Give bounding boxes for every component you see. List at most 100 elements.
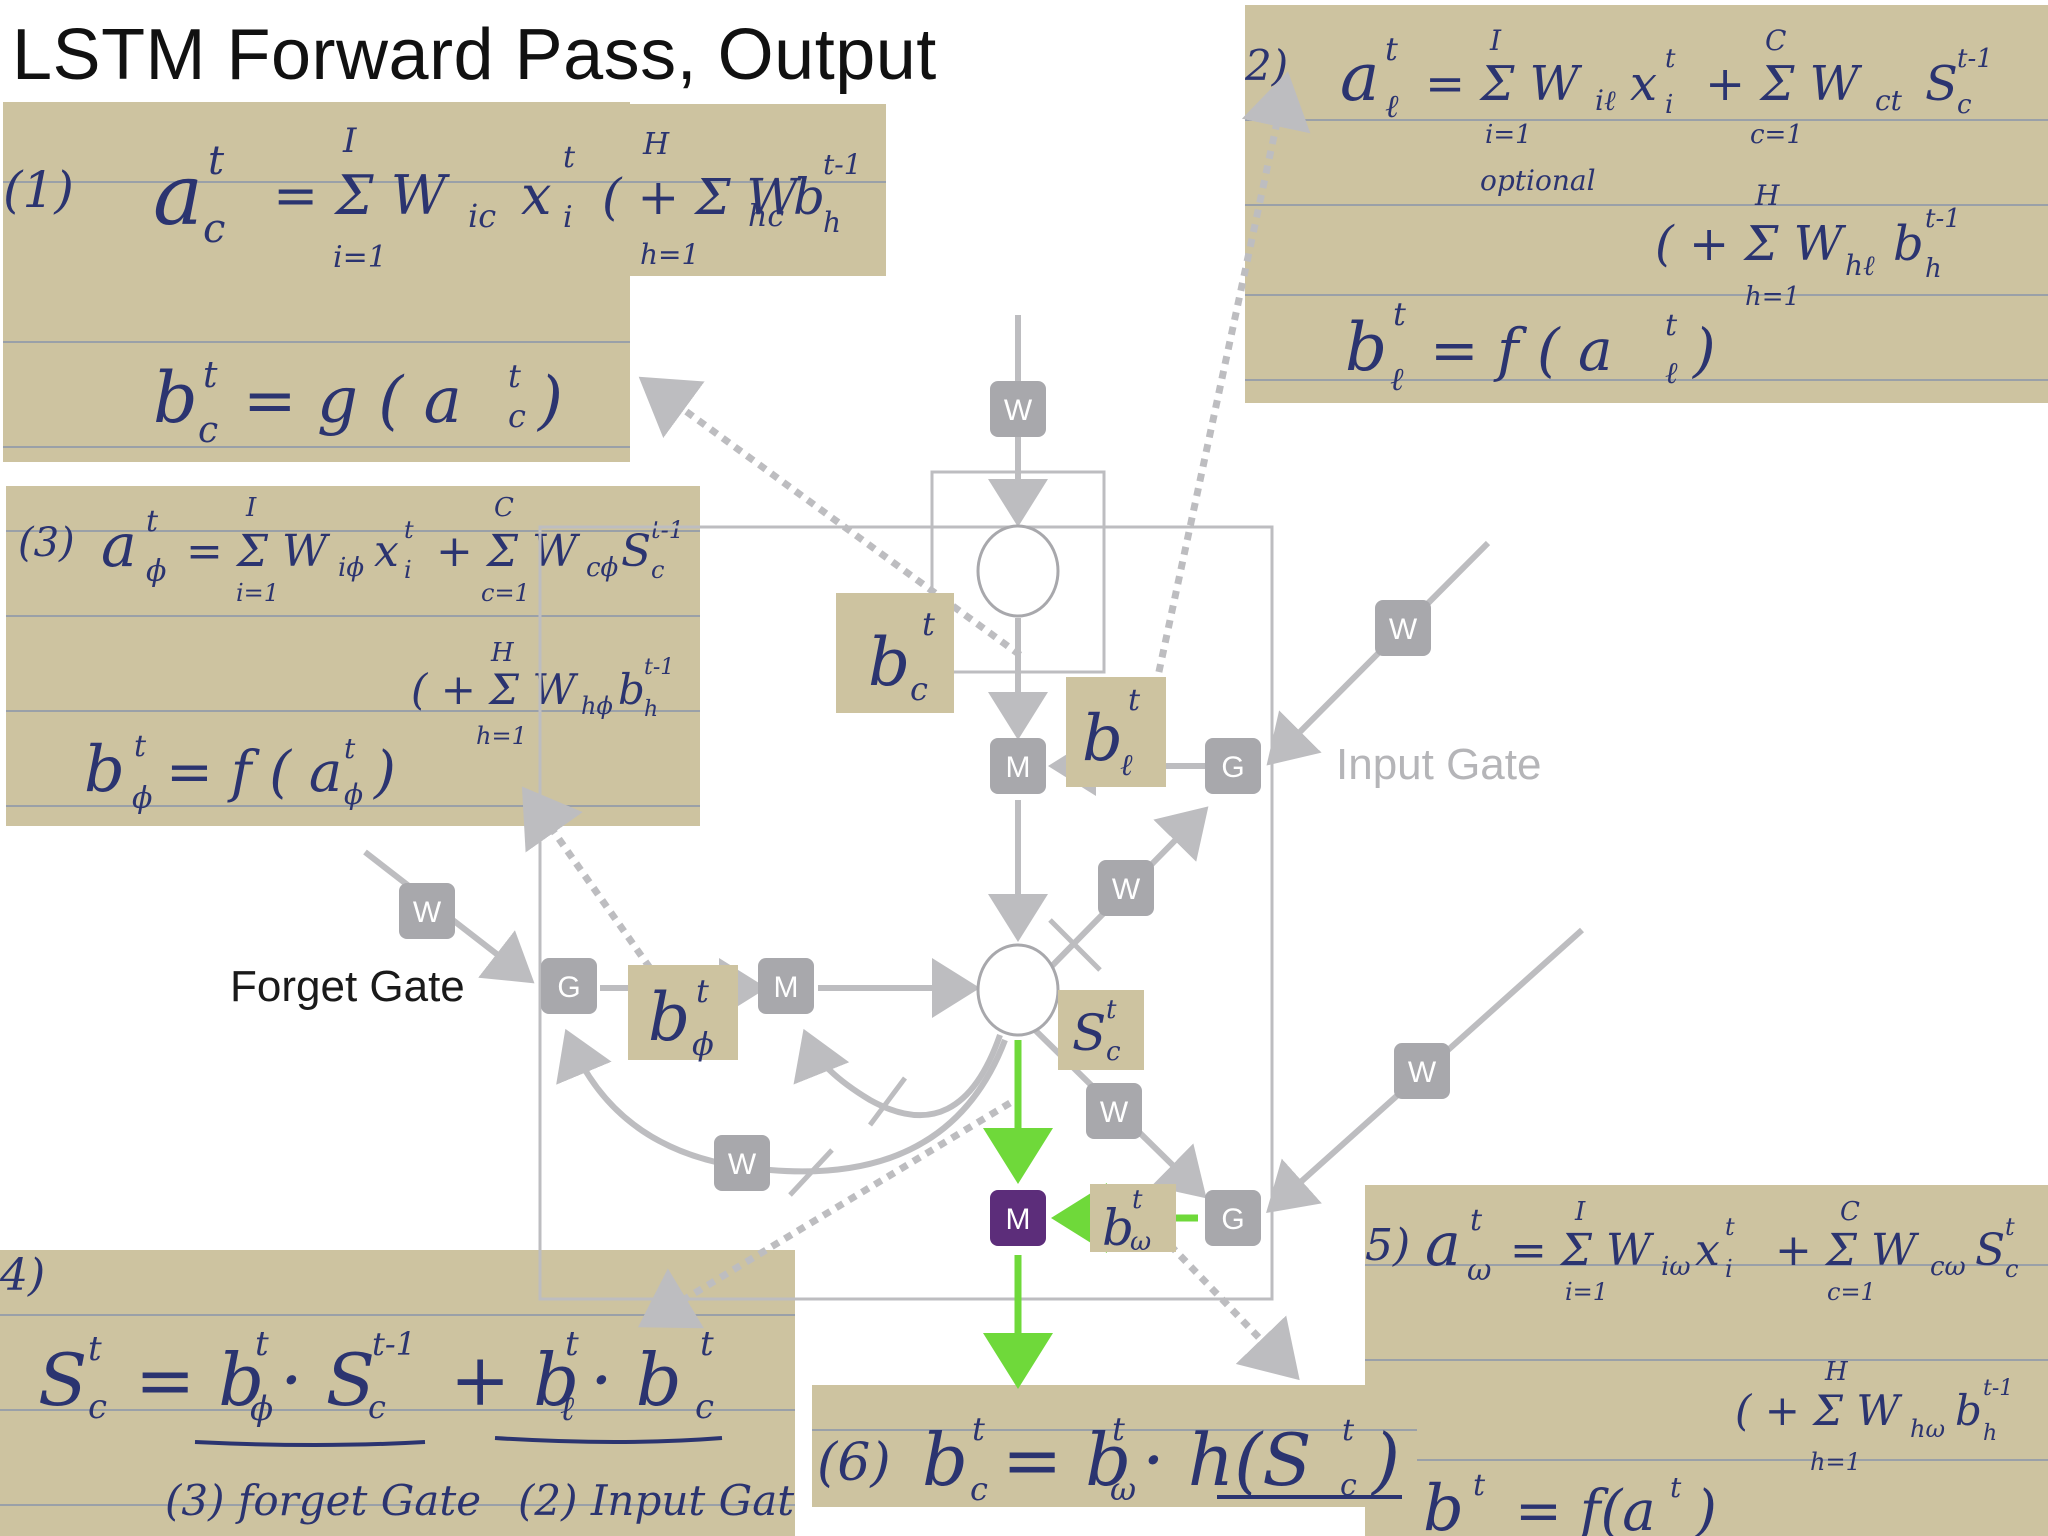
label-bphi-text: b (648, 979, 690, 1056)
label-bphi-sub: ϕ (692, 1025, 714, 1063)
note5-plus-sub: cω (1930, 1252, 1966, 1282)
note5-opt-b-sub: h (1983, 1421, 1997, 1446)
note2-b-sub: ℓ (1390, 360, 1404, 398)
weight-node-forget-gate[interactable]: W (399, 883, 455, 939)
weight-node-cell-input-label: W (1004, 394, 1033, 427)
weight-node-peephole-output[interactable]: W (1086, 1083, 1142, 1139)
input-gate-node-label: G (1221, 751, 1244, 784)
label-bl-text: b (1082, 702, 1123, 776)
note2-s-sup: t-1 (1957, 44, 1993, 74)
note6-b-sup: t (972, 1410, 985, 1448)
weight-node-peephole-input[interactable]: W (1098, 860, 1154, 916)
note3-b: b (84, 733, 125, 807)
label-bomega: b t ω (1090, 1184, 1176, 1257)
note3-rhs: = Σ W (186, 526, 331, 577)
output-gate-node[interactable]: G (1205, 1190, 1261, 1246)
note3-a: a (101, 511, 137, 581)
weight-node-output-gate-label: W (1408, 1056, 1437, 1089)
note5-plus: + Σ W (1775, 1225, 1920, 1276)
note3-x-sub: i (404, 556, 412, 584)
note2-a-sub: ℓ (1385, 87, 1399, 125)
note2-rhs: = Σ W (1425, 56, 1583, 112)
note5-rhs-sub: iω (1661, 1252, 1691, 1282)
note6-rhs: = b (1002, 1418, 1131, 1502)
note3-h1: h=1 (476, 722, 527, 750)
note2-plus-sub: ct (1875, 84, 1903, 117)
label-bc-sub: c (910, 670, 928, 708)
note1-sum: = Σ W (273, 164, 451, 227)
multiply-node-forget[interactable]: M (758, 958, 814, 1014)
note4-dot1-sub: c (368, 1388, 386, 1426)
note5-x-sub: i (1725, 1255, 1733, 1283)
weight-node-peephole-output-label: W (1100, 1096, 1129, 1129)
note5-b-sup: t (1473, 1468, 1486, 1503)
weight-node-peephole-forget[interactable]: W (714, 1135, 770, 1191)
note4-dot2-sup: t (700, 1324, 714, 1364)
note1-b-sub: c (198, 410, 218, 451)
note4-dot2: · b (590, 1338, 682, 1422)
note2-b: b (1345, 309, 1387, 386)
note2-plus: + Σ W (1705, 56, 1863, 112)
label-bl-sup: t (1128, 683, 1141, 718)
note2-C: C (1765, 24, 1786, 57)
multiply-node-output[interactable]: M (990, 1190, 1046, 1246)
note1-rhs: = g ( a (243, 364, 462, 438)
weight-node-input-gate-label: W (1389, 613, 1418, 646)
note2-s-sub: c (1957, 90, 1972, 120)
note2-i1: i=1 (1485, 120, 1532, 150)
note5-a-sup: t (1470, 1203, 1483, 1238)
note2-rhs2-sub: ℓ (1665, 356, 1678, 391)
note2-rhs2: = f ( a (1430, 316, 1613, 384)
pointer-note3 (521, 786, 653, 971)
note3-I: I (245, 493, 257, 523)
note3-H: H (490, 638, 515, 668)
note3-number: (3) (18, 520, 75, 566)
note3-b-sup: t (134, 729, 147, 764)
note4-dot1: · S (280, 1338, 375, 1422)
weight-node-input-gate[interactable]: W (1375, 600, 1431, 656)
forget-gate-node-label: G (557, 971, 580, 1004)
note2-a: a (1340, 39, 1379, 116)
note3-close: ) (373, 740, 396, 805)
note3-x: x (374, 526, 399, 577)
note6-dot-sup: t (1342, 1413, 1355, 1448)
note3-a-sub: ϕ (146, 554, 166, 589)
weight-node-output-gate[interactable]: W (1394, 1043, 1450, 1099)
note5-H: H (1824, 1357, 1849, 1387)
note1-close: ) (536, 364, 563, 438)
note3-opt-b-sub: h (644, 697, 658, 722)
note2-H: H (1754, 179, 1780, 212)
note1-a: a (153, 146, 203, 244)
label-bphi: b t ϕ (628, 965, 738, 1063)
note3-opt-b: b (618, 665, 645, 714)
weight-node-cell-input[interactable]: W (990, 381, 1046, 437)
note5-rhs2-sup: t (1670, 1471, 1682, 1504)
note3-rhs2-sup: t (344, 732, 356, 765)
note3-i1: i=1 (236, 579, 279, 607)
note2-a-sup: t (1385, 30, 1398, 68)
multiply-node-input[interactable]: M (990, 738, 1046, 794)
note6-b: b (922, 1418, 968, 1502)
note3-C: C (494, 493, 514, 523)
note5-x: x (1695, 1225, 1720, 1276)
note-cell-output: (6) b t c = b t ω · h(S t c ) (812, 1385, 1417, 1507)
note6-b-sub: c (970, 1470, 988, 1507)
note2-rhs2-sup: t (1665, 308, 1678, 343)
note3-x-sup: t (404, 516, 414, 544)
note2-x-sub: i (1665, 90, 1673, 120)
note5-rhs: = Σ W (1510, 1225, 1655, 1276)
note-forget-gate: (3) a t ϕ I = Σ W iϕ i=1 x t i C + Σ W c… (6, 486, 700, 826)
forget-gate-node[interactable]: G (541, 958, 597, 1014)
multiply-node-input-label: M (1006, 751, 1031, 784)
note-cell-input: (1) a t c I = Σ W ic i=1 x t i b t c = g… (3, 102, 630, 462)
input-gate-node[interactable]: G (1205, 738, 1261, 794)
note4-s-sub: c (88, 1387, 107, 1427)
note4-plus-sub: ℓ (560, 1389, 574, 1429)
recurrent-loop-arrow (793, 1028, 1003, 1118)
note5-rhs2: = f(a (1515, 1479, 1656, 1536)
note5-C: C (1840, 1197, 1860, 1227)
note3-rhs2-sub: ϕ (344, 778, 363, 811)
note5-s-sub: c (2005, 1255, 2018, 1283)
label-bomega-sub: ω (1130, 1227, 1151, 1257)
note5-opt-b: b (1955, 1386, 1982, 1435)
